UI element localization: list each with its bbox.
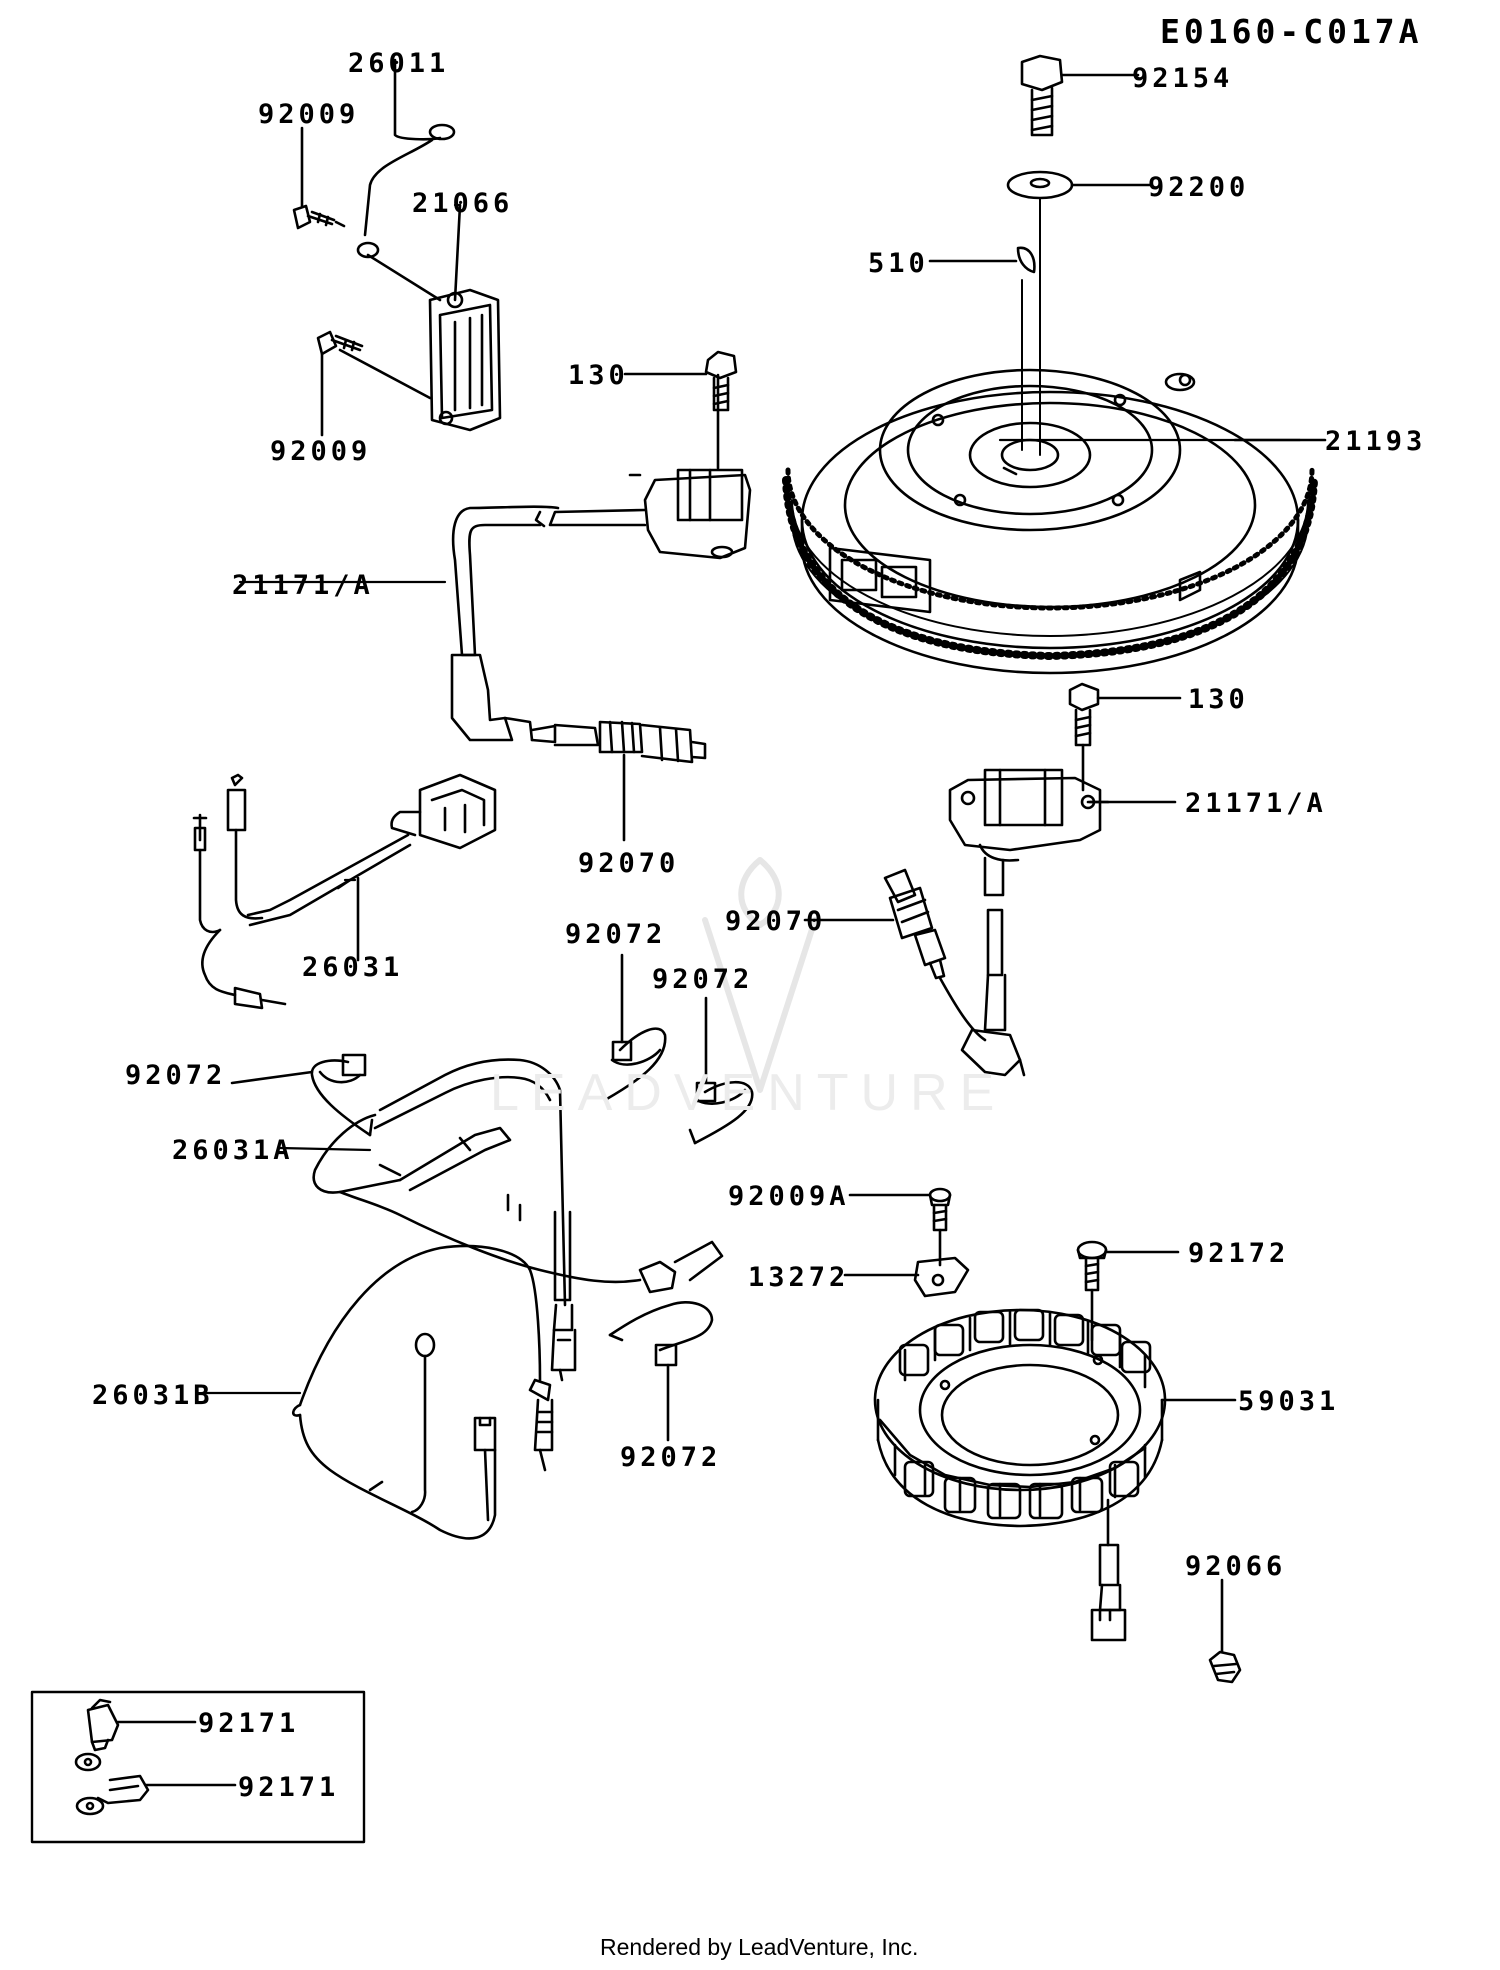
label-26031B: 26031B — [92, 1380, 214, 1411]
screw-92009-b — [316, 330, 364, 437]
label-92070-lower: 92070 — [725, 906, 826, 937]
screw-92172 — [1076, 1240, 1180, 1342]
drawing-code: E0160-C017A — [1160, 12, 1423, 51]
stator — [873, 1308, 1237, 1642]
inset-box — [30, 1690, 366, 1844]
watermark-text: LEADVENTURE — [490, 1064, 1006, 1122]
washer — [1006, 170, 1154, 456]
harness-26031 — [192, 773, 497, 1010]
footer-credit: Rendered by LeadVenture, Inc. — [600, 1934, 918, 1960]
cable-tie-b — [688, 996, 754, 1145]
bolt-upper — [623, 350, 738, 412]
spark-plug-lower — [803, 868, 987, 1042]
ground-wire — [356, 58, 456, 259]
regulator — [338, 203, 502, 432]
label-92172: 92172 — [1188, 1238, 1289, 1269]
label-26011: 26011 — [348, 48, 449, 79]
label-26031: 26031 — [302, 952, 403, 983]
woodruff-key — [928, 246, 1036, 451]
cable-tie-c — [230, 1053, 374, 1137]
label-92070-upper: 92070 — [578, 848, 679, 879]
label-92009-b: 92009 — [270, 436, 371, 467]
label-59031: 59031 — [1238, 1386, 1339, 1417]
label-92072-a: 92072 — [565, 919, 666, 950]
label-92154: 92154 — [1132, 63, 1233, 94]
label-130-lower: 130 — [1188, 684, 1249, 715]
label-21171A-upper: 21171/A — [232, 570, 374, 601]
label-21171A-lower: 21171/A — [1185, 788, 1327, 819]
label-92171-b: 92171 — [238, 1772, 339, 1803]
label-92072-b: 92072 — [652, 964, 753, 995]
label-21066: 21066 — [412, 188, 513, 219]
label-92009A: 92009A — [728, 1181, 850, 1212]
screw-92009-a — [292, 126, 346, 230]
label-92171-a: 92171 — [198, 1708, 299, 1739]
cable-tie-a — [598, 953, 667, 1102]
ignition-coil-lower — [948, 768, 1177, 1077]
label-26031A: 26031A — [172, 1135, 294, 1166]
plate-13272 — [843, 1256, 970, 1298]
label-92009-a: 92009 — [258, 99, 359, 130]
screw-92009A — [848, 1187, 952, 1267]
harness-26031B — [291, 1244, 554, 1540]
label-92200: 92200 — [1148, 172, 1249, 203]
label-92072-c: 92072 — [125, 1060, 226, 1091]
flywheel-bolt — [1020, 54, 1140, 137]
label-92066: 92066 — [1185, 1551, 1286, 1582]
bolt-lower — [1068, 682, 1182, 792]
label-13272: 13272 — [748, 1262, 849, 1293]
nut-92066 — [1208, 1578, 1242, 1684]
flywheel — [782, 368, 1318, 675]
label-510: 510 — [868, 248, 929, 279]
label-92072-d: 92072 — [620, 1442, 721, 1473]
label-21193: 21193 — [1325, 426, 1426, 457]
cable-tie-d — [608, 1300, 714, 1442]
harness-26031A — [312, 1058, 724, 1382]
watermark-logo — [702, 857, 818, 1093]
label-130-upper: 130 — [568, 360, 629, 391]
spark-plug-upper — [530, 720, 707, 842]
leader-lines — [203, 203, 1302, 1395]
ignition-coil-upper — [450, 373, 752, 742]
